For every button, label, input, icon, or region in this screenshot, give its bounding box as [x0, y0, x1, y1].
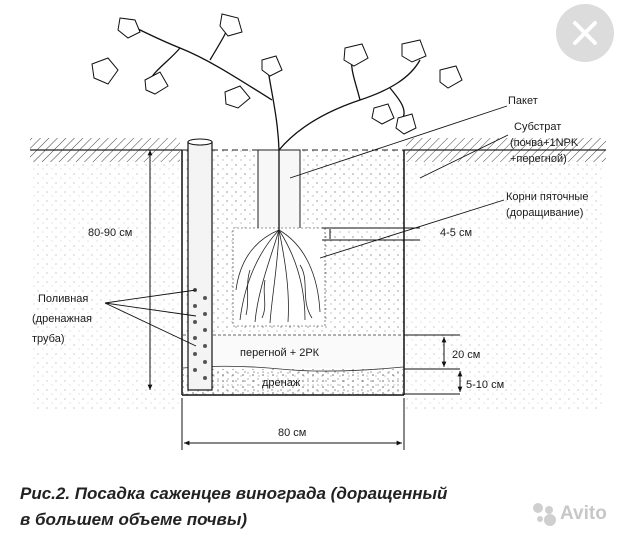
close-button[interactable] — [556, 4, 614, 62]
substrate-label-2: (почва+1NPK — [510, 137, 579, 149]
substrate-label-3: +перегной) — [510, 153, 567, 165]
root-offset-dimension — [322, 227, 420, 241]
roots-label-2: (доращивание) — [506, 207, 583, 219]
watermark-text: Avito — [560, 503, 607, 524]
heel-roots — [235, 229, 321, 324]
packet-label: Пакет — [508, 95, 538, 107]
pipe-label-1: Поливная — [38, 293, 88, 305]
pipe-label-2: (дренажная — [32, 313, 92, 325]
vine-leaves — [91, 13, 463, 135]
roots-label-1: Корни пяточные — [506, 191, 588, 203]
drainage-depth-label: 5-10 см — [466, 379, 504, 391]
root-offset-label: 4-5 см — [440, 227, 472, 239]
layer-dimensions — [404, 334, 463, 395]
caption-line-1: Рис.2. Посадка саженцев винограда (доращ… — [20, 484, 448, 503]
humus-depth-label: 20 см — [452, 349, 480, 361]
watering-pipe — [187, 138, 213, 391]
drainage-layer — [183, 369, 403, 394]
leader-lines — [104, 105, 509, 347]
humus-layer — [182, 334, 404, 372]
avito-watermark: Avito — [530, 500, 630, 530]
depth-label: 80-90 см — [88, 227, 132, 239]
width-dimension — [181, 398, 405, 450]
close-icon — [573, 21, 597, 45]
substrate-label-1: Субстрат — [514, 121, 561, 133]
avito-logo-icon — [533, 503, 556, 526]
drainage-layer-label: дренаж — [262, 377, 301, 389]
humus-layer-label: перегной + 2РК — [240, 347, 320, 359]
pipe-label-3: труба) — [32, 333, 64, 345]
caption-line-2: в большем объеме почвы) — [20, 510, 247, 529]
ground-surface — [30, 138, 606, 410]
width-label: 80 см — [278, 427, 306, 439]
